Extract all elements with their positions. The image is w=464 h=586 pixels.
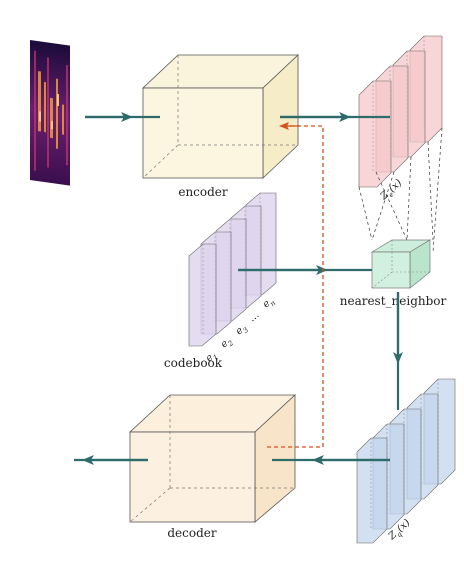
encoder-label: encoder: [178, 185, 228, 199]
codebook-entry-dots: …: [247, 309, 262, 324]
spectrogram-image: [30, 40, 70, 186]
codebook-entry-e2: e2: [219, 335, 236, 352]
encoder-block: [141, 54, 300, 179]
codebook-label: codebook: [164, 356, 223, 370]
svg-text:en: en: [261, 295, 278, 312]
nearest-neighbor-label: nearest_neighbor: [340, 294, 447, 308]
decoder-block: [128, 394, 297, 523]
decoder-label: decoder: [167, 526, 217, 540]
ze-to-nn-funnel: [358, 127, 443, 253]
svg-text:e2: e2: [219, 335, 236, 352]
svg-text:e1: e1: [204, 349, 220, 366]
svg-text:…: …: [247, 309, 262, 324]
svg-text:e3: e3: [234, 322, 251, 339]
gradient-skip-path: [267, 122, 324, 448]
zq-slab-stack: [356, 378, 456, 544]
codebook-entry-en: en: [261, 295, 278, 312]
nearest-neighbor-block: [370, 239, 432, 289]
codebook-entry-e1: e1: [204, 349, 220, 366]
codebook-entry-e3: e3: [234, 322, 251, 339]
ze-slab-stack: [358, 35, 443, 188]
